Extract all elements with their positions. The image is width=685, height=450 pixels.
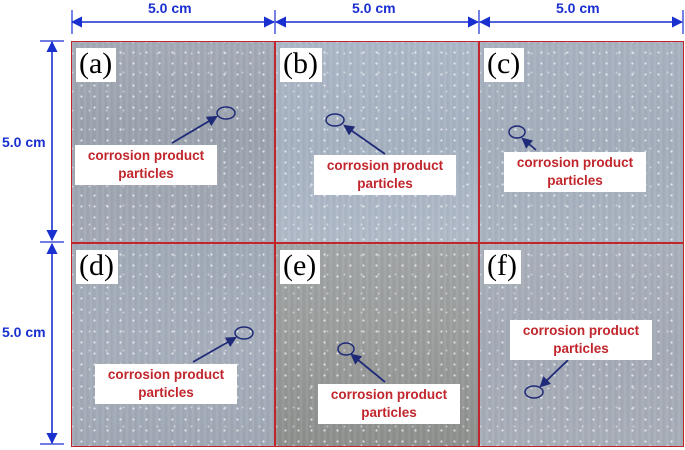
callout-b: corrosion product particles (314, 155, 456, 195)
callout-c: corrosion product particles (504, 152, 646, 192)
callout-line-1: corrosion product (87, 148, 205, 163)
dimension-label-top-3: 5.0 cm (556, 0, 600, 16)
callout-e: corrosion product particles (318, 384, 460, 424)
callout-line-1: corrosion product (326, 158, 444, 173)
callout-line-1: corrosion product (516, 155, 634, 170)
panel-b: (b) (275, 41, 479, 243)
panel-a: (a) (71, 41, 275, 243)
dimension-label-top-2: 5.0 cm (352, 0, 396, 16)
callout-f: corrosion product particles (510, 320, 652, 360)
callout-a: corrosion product particles (75, 145, 217, 185)
callout-d: corrosion product particles (95, 364, 237, 404)
dimension-label-left-1: 5.0 cm (2, 134, 46, 150)
panel-label: (b) (280, 48, 322, 82)
callout-line-2: particles (118, 166, 174, 181)
callout-line-1: corrosion product (330, 387, 448, 402)
callout-line-2: particles (361, 405, 417, 420)
dimension-label-left-2: 5.0 cm (2, 324, 46, 340)
panel-label: (c) (484, 48, 525, 82)
panel-label: (e) (280, 250, 321, 284)
callout-line-2: particles (357, 176, 413, 191)
callout-line-2: particles (138, 385, 194, 400)
panel-label: (a) (76, 48, 117, 82)
panel-c: (c) (479, 41, 684, 243)
panel-label: (f) (484, 250, 521, 284)
dimension-label-top-1: 5.0 cm (148, 0, 192, 16)
panel-d: (d) (71, 243, 275, 447)
callout-line-1: corrosion product (107, 367, 225, 382)
panel-label: (d) (76, 250, 118, 284)
callout-line-2: particles (547, 173, 603, 188)
callout-line-1: corrosion product (522, 323, 640, 338)
callout-line-2: particles (553, 341, 609, 356)
